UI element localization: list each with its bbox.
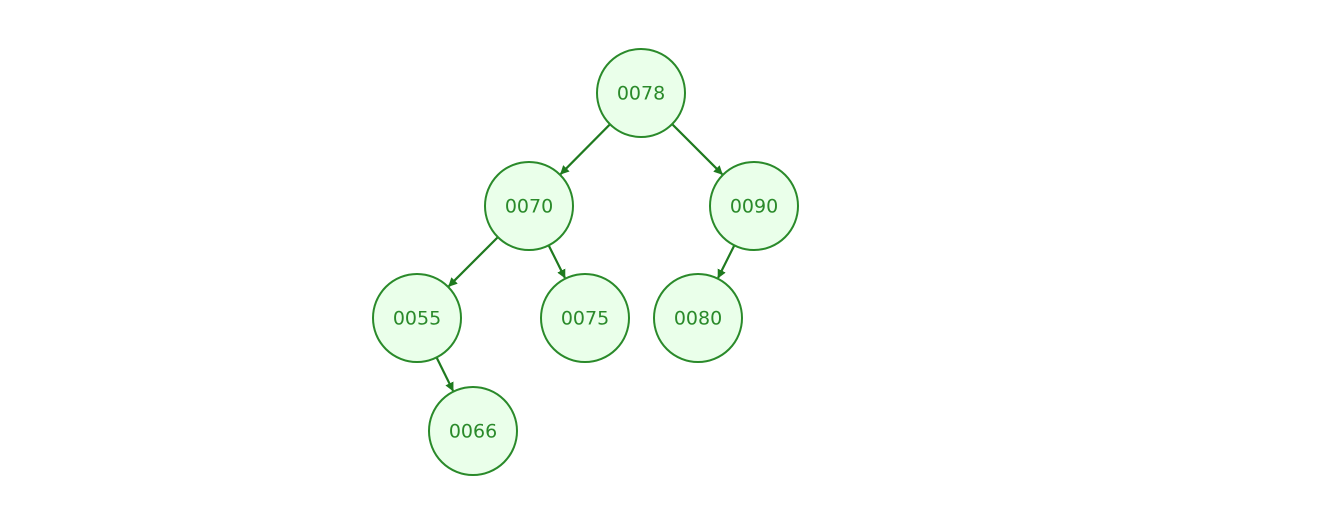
- tree-node-0075: 0075: [540, 273, 630, 363]
- edge-n70-to-n75: [547, 244, 566, 279]
- node-label: 0075: [561, 308, 609, 330]
- edge-n78-to-n90: [671, 123, 723, 175]
- edge-n78-to-n70: [559, 123, 611, 175]
- edge-n90-to-n80: [717, 244, 736, 279]
- node-label: 0066: [449, 421, 497, 443]
- tree-node-0080: 0080: [653, 273, 743, 363]
- edges-layer: [435, 123, 736, 392]
- node-circle: [540, 273, 630, 363]
- tree-node-0078: 0078: [596, 48, 686, 138]
- node-circle: [372, 273, 462, 363]
- tree-node-0090: 0090: [709, 161, 799, 251]
- node-circle: [596, 48, 686, 138]
- edge-n70-to-n55: [448, 236, 499, 287]
- tree-node-0066: 0066: [428, 386, 518, 476]
- node-circle: [709, 161, 799, 251]
- tree-node-0070: 0070: [484, 161, 574, 251]
- node-label: 0078: [617, 83, 665, 105]
- node-label: 0090: [730, 196, 778, 218]
- node-circle: [484, 161, 574, 251]
- node-circle: [653, 273, 743, 363]
- tree-node-0055: 0055: [372, 273, 462, 363]
- node-label: 0055: [393, 308, 441, 330]
- edge-n55-to-n66: [435, 356, 455, 392]
- node-circle: [428, 386, 518, 476]
- nodes-layer: 0078 0070 0090 0055 0075 0080 0066: [372, 48, 799, 476]
- node-label: 0070: [505, 196, 553, 218]
- node-label: 0080: [674, 308, 722, 330]
